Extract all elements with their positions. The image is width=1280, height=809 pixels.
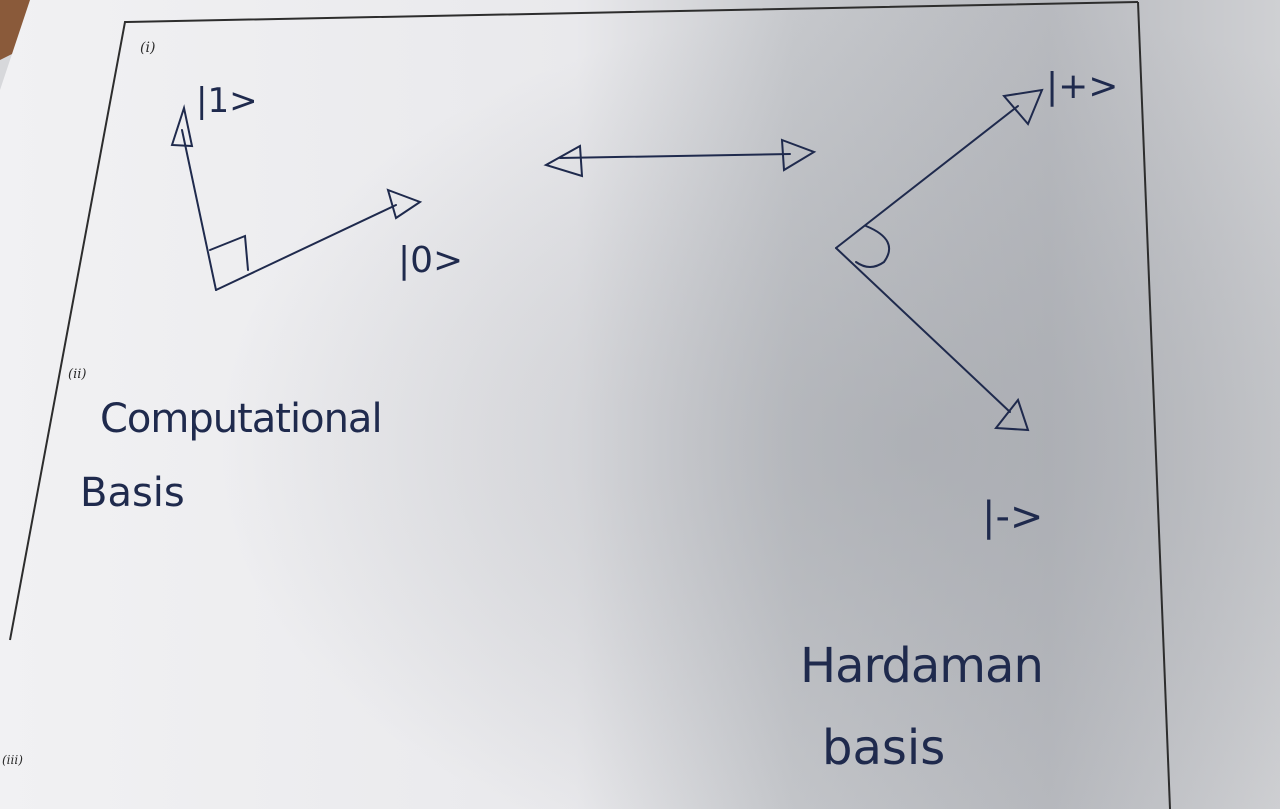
ket-minus-arrowhead xyxy=(994,397,1030,432)
ket-zero-arrowhead xyxy=(386,188,423,220)
box-border-right xyxy=(1137,1,1171,809)
right-angle-mark-hadamard xyxy=(855,225,890,268)
right-angle-mark xyxy=(209,234,249,271)
ket-minus-label: |-> xyxy=(982,494,1043,540)
ket-one-label: |1> xyxy=(196,81,258,121)
hadamard-basis-diagram xyxy=(835,88,1044,432)
computational-basis-caption-line1: Computational xyxy=(100,396,382,442)
ket-plus-arrowhead xyxy=(1002,88,1044,126)
computational-basis-caption-line2: Basis xyxy=(80,470,185,516)
box-border-top-left xyxy=(9,1,1139,641)
double-arrow-left-head xyxy=(543,144,584,178)
double-arrow-right-head xyxy=(780,138,817,172)
ket-plus-label: |+> xyxy=(1046,66,1118,107)
hadamard-basis-caption-line2: basis xyxy=(822,720,945,776)
hadamard-basis-caption-line1: Hardaman xyxy=(800,638,1043,694)
computational-basis-diagram xyxy=(170,104,423,291)
ket-minus-vector xyxy=(835,247,1011,413)
ket-plus-vector xyxy=(835,105,1019,249)
double-arrow xyxy=(543,138,817,178)
ket-one-arrowhead xyxy=(170,104,194,148)
ket-one-vector xyxy=(181,129,217,291)
double-arrow-shaft xyxy=(559,153,791,159)
ket-zero-label: |0> xyxy=(398,240,463,281)
part-iii-label: (iii) xyxy=(2,753,23,767)
part-ii-label: (ii) xyxy=(68,367,86,382)
part-i-label: (i) xyxy=(140,40,155,56)
ket-zero-vector xyxy=(215,204,397,291)
